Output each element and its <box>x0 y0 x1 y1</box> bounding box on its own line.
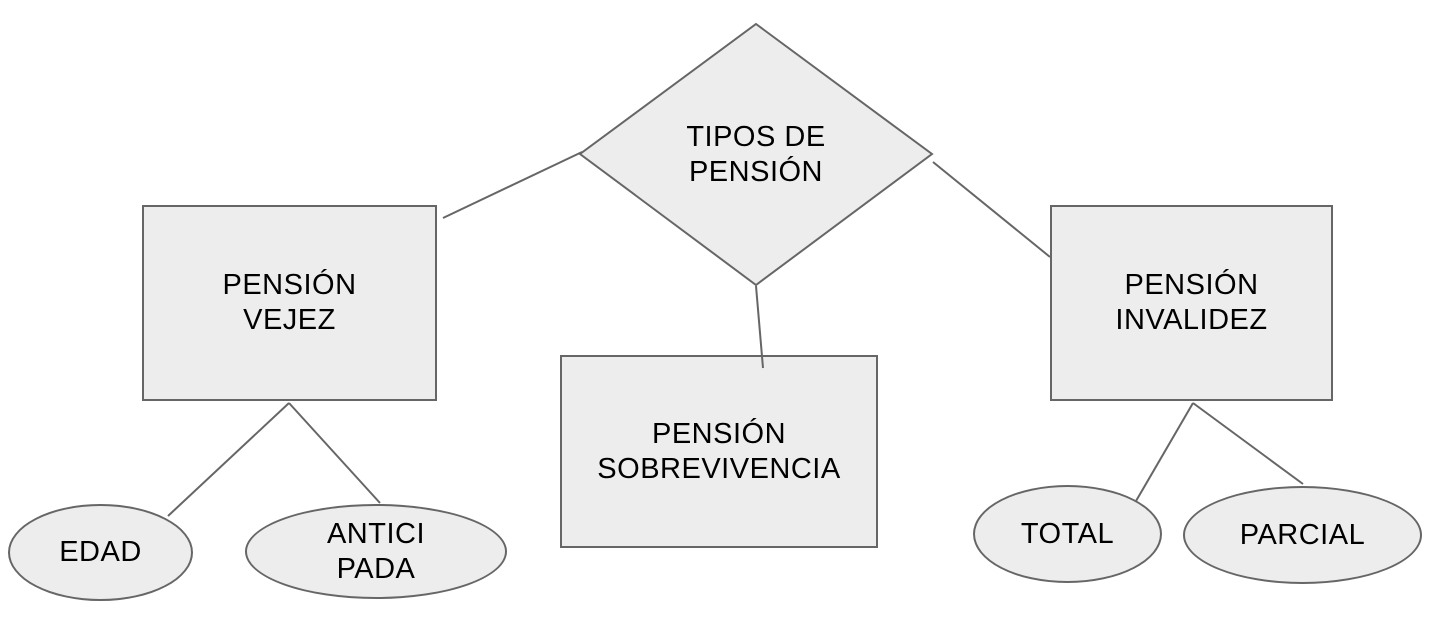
node-label-line1: TOTAL <box>1020 517 1115 550</box>
node-label-line1: PENSIÓN <box>651 417 787 450</box>
node-label: EDAD <box>59 535 142 570</box>
node-label-line2: VEJEZ <box>243 304 336 336</box>
edge-vejez-to-edad <box>167 402 290 517</box>
node-label-line1: ANTICI <box>326 517 426 550</box>
node-label-line1: EDAD <box>59 536 142 568</box>
edge-vejez-to-anticipada <box>288 402 381 504</box>
edge-root-to-invalidez <box>932 161 1051 258</box>
node-label-line1: PENSIÓN <box>222 269 357 301</box>
node-parcial: PARCIAL <box>1183 486 1422 584</box>
node-label-line1: TIPOS DE <box>686 121 826 153</box>
node-label: TOTAL <box>1021 517 1114 552</box>
edge-invalidez-to-total <box>1135 402 1194 502</box>
edge-root-to-vejez <box>442 151 583 219</box>
node-label-line2: INVALIDEZ <box>1115 304 1268 336</box>
node-label-line2: SOBREVIVENCIA <box>597 452 841 485</box>
edge-invalidez-to-parcial <box>1192 402 1304 485</box>
node-edad: EDAD <box>8 504 193 601</box>
node-label: PARCIAL <box>1240 518 1365 553</box>
node-label-line1: PARCIAL <box>1239 518 1366 551</box>
node-label-line2: PADA <box>336 552 416 585</box>
node-total: TOTAL <box>973 485 1162 583</box>
node-label-line1: PENSIÓN <box>1124 269 1259 301</box>
node-label-line2: PENSIÓN <box>688 156 823 188</box>
